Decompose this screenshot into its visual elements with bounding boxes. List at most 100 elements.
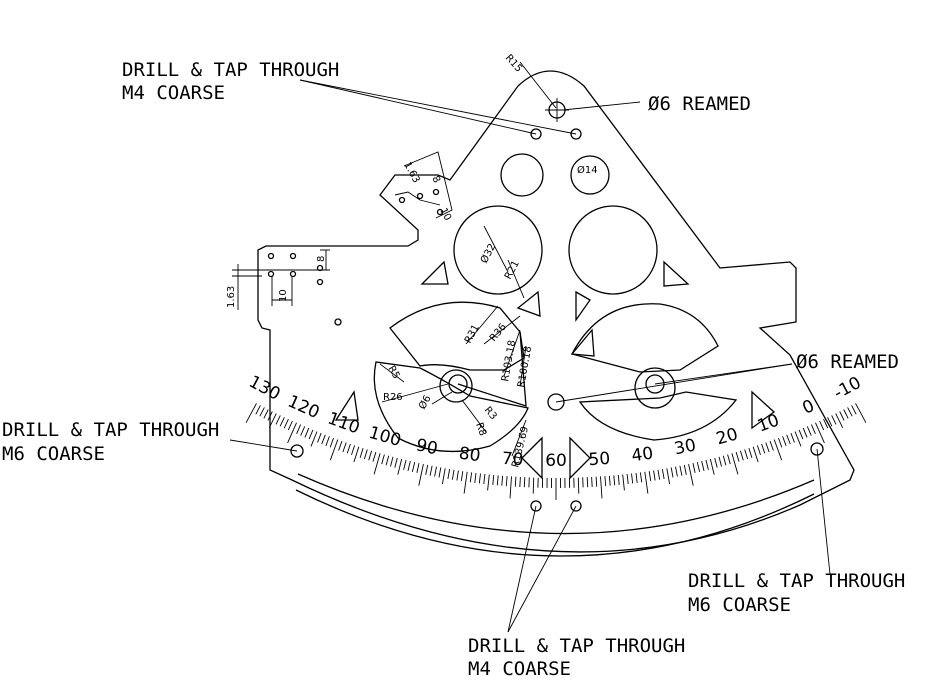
scale-tick [363, 449, 368, 460]
scale-tick [300, 426, 306, 436]
scale-tick [425, 464, 429, 475]
scale-tick [765, 442, 770, 453]
dim-r31: R31 [463, 323, 482, 346]
scale-tick [692, 463, 696, 473]
scale-tick [843, 409, 849, 419]
scale-tick [456, 470, 459, 481]
scale-tick [287, 422, 297, 444]
scale-tick [756, 445, 761, 456]
scale-tick [325, 436, 330, 446]
scale-tick [622, 474, 625, 491]
scale-tick [514, 476, 517, 487]
note-m6-left-line1: DRILL & TAP THROUGH [2, 419, 219, 441]
scale-tick [418, 464, 424, 486]
tap-hole-m6-left [290, 444, 304, 458]
scale-tick [752, 446, 759, 463]
dim-d6: Ø6 [416, 393, 434, 411]
scale-tick [855, 403, 867, 423]
outer-profile [257, 70, 855, 553]
scale-tick [810, 424, 816, 434]
scale-tick [718, 456, 722, 467]
scale-tick [329, 439, 339, 461]
scale-tick [501, 475, 504, 486]
hole-large-left [453, 205, 543, 295]
tap-hole-m6-right [810, 442, 824, 456]
dim-r103-18: R103.18 [500, 339, 518, 382]
scale-tick [523, 477, 526, 488]
scale-tick [245, 403, 257, 423]
scale-tick [769, 440, 774, 451]
scale-tick [577, 477, 580, 494]
scale-tick [794, 431, 802, 447]
note-m4-top-line1: DRILL & TAP THROUGH [122, 59, 339, 81]
scale-tick [777, 437, 783, 448]
dim-r36: R36 [488, 322, 509, 344]
scale-tick [727, 454, 731, 465]
dim-r139-69: R139.69 [510, 425, 531, 468]
scale-tick [782, 436, 787, 446]
scale-tick [847, 407, 853, 417]
scale-tick [478, 473, 481, 484]
scale-band-outer [295, 489, 815, 557]
scale-tick [608, 475, 611, 486]
scale-label: 100 [367, 423, 404, 451]
tri-window-6 [751, 390, 776, 430]
scale-tick [283, 419, 289, 429]
scale-label: 70 [501, 449, 524, 470]
scale-tick [407, 460, 411, 472]
tri-window-8 [569, 436, 591, 480]
cutouts [290, 98, 824, 512]
scale-label: -10 [831, 373, 865, 404]
scale-tick [823, 419, 829, 429]
scale-tick [279, 417, 285, 427]
scale-tick [735, 451, 740, 462]
tri-window-2 [663, 260, 690, 287]
dim-8-top: 8 [429, 174, 442, 185]
scale-label: 90 [414, 435, 439, 459]
scale-tick [661, 469, 665, 479]
scale-tick [483, 473, 486, 485]
scale-label: 130 [245, 372, 283, 405]
scale-tick [705, 459, 709, 470]
tri-window-3 [575, 290, 591, 323]
scale-tick [653, 470, 656, 481]
small-dot-left [334, 318, 342, 326]
scale-band-inner [297, 473, 815, 535]
scale-tick [469, 472, 473, 483]
dim-d32: Ø32 [478, 242, 498, 266]
scale-tick [308, 429, 314, 440]
right-pivot-ring [634, 367, 676, 409]
dim-r8: R8 [473, 421, 488, 437]
scale-label: 120 [285, 392, 323, 423]
scale-tick [831, 415, 837, 425]
scale-tick [519, 476, 521, 488]
tri-window-4 [516, 290, 541, 317]
scale-tick [385, 455, 390, 466]
scale-tick [429, 465, 433, 476]
scale-tick [381, 454, 385, 465]
left-detail [232, 151, 453, 310]
scale-tick [509, 476, 512, 499]
scale-tick [798, 429, 804, 440]
scale-tick [403, 459, 407, 470]
scale-tick [372, 451, 377, 462]
dim-163-top: 1.63 [401, 160, 421, 185]
scale-tick [487, 474, 490, 491]
hole-top-left [500, 153, 544, 197]
scale-tick [532, 477, 535, 494]
tri-window-5 [334, 390, 359, 421]
scale-tick [748, 447, 753, 458]
hole-large-right [568, 205, 658, 295]
right-cam-upper [571, 303, 719, 373]
scale-label: 40 [630, 444, 654, 467]
scale-tick [359, 447, 364, 458]
scale-tick [310, 431, 318, 447]
scale-tick [835, 413, 844, 428]
scale-tick [683, 464, 687, 475]
dim-r100-18: R100.18 [516, 345, 534, 388]
note-reamed-top: Ø6 REAMED [648, 93, 751, 115]
scale-tick [492, 474, 495, 485]
scale-tick [675, 466, 678, 477]
dim-r26: R26 [383, 392, 403, 403]
